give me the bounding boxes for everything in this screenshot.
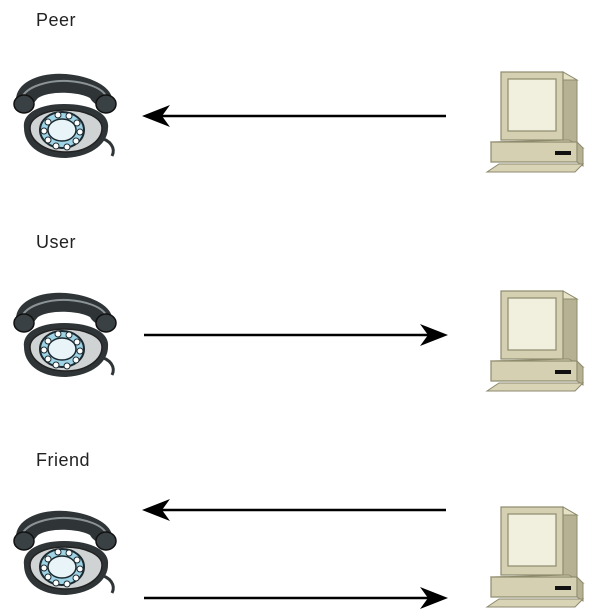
rotary-telephone-icon bbox=[10, 68, 120, 163]
rotary-telephone-icon bbox=[10, 287, 120, 382]
arrow-computer-to-phone bbox=[142, 105, 446, 127]
arrow-phone-to-computer bbox=[144, 587, 448, 609]
arrow-computer-to-phone bbox=[142, 499, 446, 521]
row-label-peer: Peer bbox=[36, 10, 77, 30]
row-label-user: User bbox=[36, 232, 77, 252]
desktop-computer-icon bbox=[485, 287, 585, 397]
desktop-computer-icon bbox=[485, 68, 585, 178]
rotary-telephone-icon bbox=[10, 505, 120, 600]
desktop-computer-icon bbox=[485, 503, 585, 613]
row-label-friend: Friend bbox=[36, 450, 91, 470]
arrow-phone-to-computer bbox=[144, 324, 448, 346]
